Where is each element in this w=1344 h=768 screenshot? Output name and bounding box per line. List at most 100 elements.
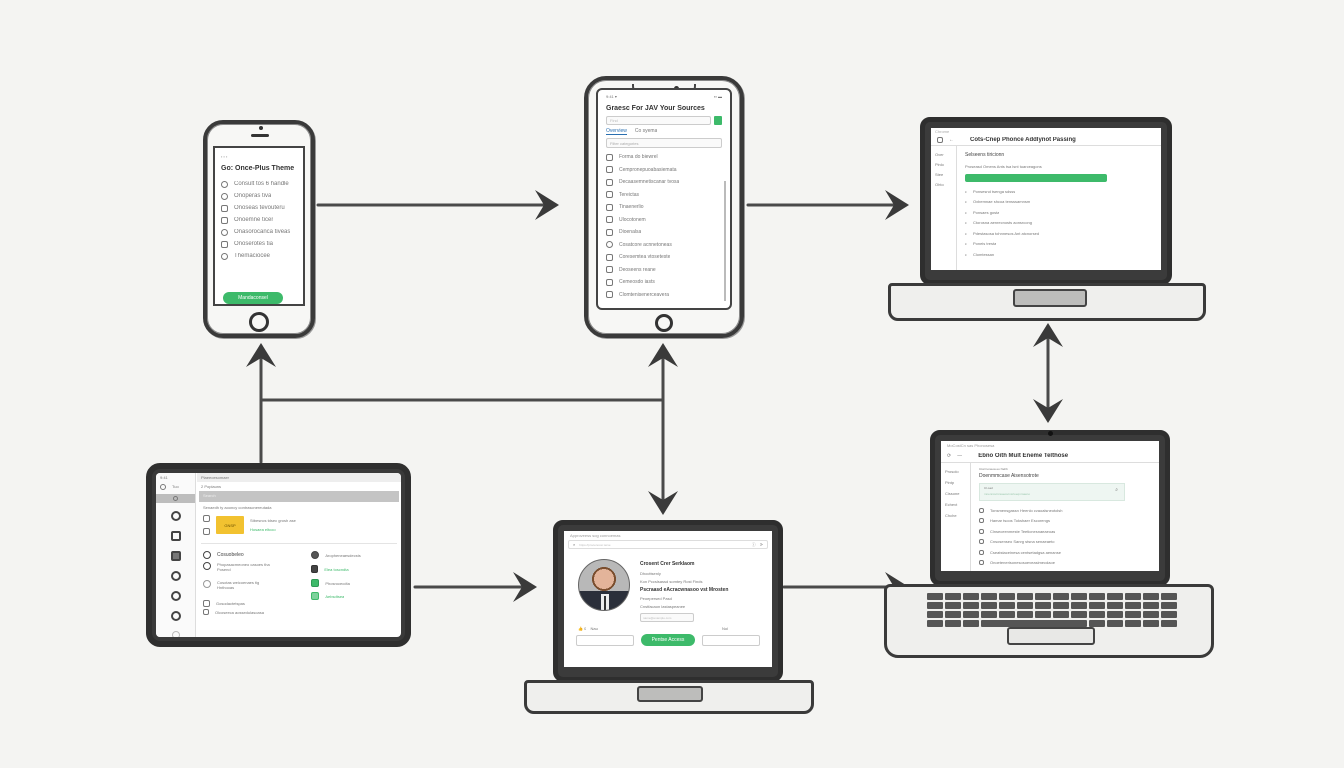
checkbox-icon[interactable]	[979, 549, 984, 555]
info-icon[interactable]: ⓘ	[751, 541, 756, 547]
add-button[interactable]	[714, 116, 722, 125]
list-item[interactable]: Themaciocee	[221, 250, 297, 262]
list-item[interactable]: Gosodactetspas	[203, 598, 303, 608]
list-item[interactable]: Aebsdtsea	[311, 590, 395, 602]
list-item[interactable]: Clnseceenmeste Teeticnesnaeaeoas	[979, 526, 1151, 537]
list-item[interactable]: Cosuobeleo	[203, 548, 303, 562]
search-icon[interactable]: ⌕	[1115, 487, 1118, 493]
list-item[interactable]: ▹Oxbemnae shcoa tensssamnsm	[965, 199, 1031, 205]
sidebar-item[interactable]: Echevt	[945, 502, 958, 507]
sidebar-item[interactable]: Chche	[945, 513, 957, 518]
refresh-icon[interactable]: ⟳	[947, 453, 952, 459]
list-item[interactable]: Onoetenerisonesosoeveasimecdaoe	[979, 558, 1151, 569]
list-item[interactable]: Ulocotonem	[606, 214, 722, 227]
url-input[interactable]: https://procenocer.terse	[579, 542, 611, 547]
list-item[interactable]: ▹Ctorosna aenrecnosts aonsrcong	[965, 220, 1032, 226]
settings-icon	[221, 228, 228, 236]
sidebar-item[interactable]: Cissone	[945, 491, 960, 496]
list-item[interactable]: Hamar tsoos Tokshaer Escorengs	[979, 516, 1151, 527]
promo-badge[interactable]: GNSP	[216, 516, 244, 534]
trackpad[interactable]	[637, 686, 703, 702]
cup-icon[interactable]	[170, 551, 181, 561]
sidebar-item[interactable]: Pintp	[945, 480, 955, 485]
trackpad[interactable]	[1013, 289, 1087, 307]
list-item[interactable]: ▹Ponsesnd tsenga sdsss	[965, 188, 1016, 194]
profile-input[interactable]: name@example.com	[640, 613, 694, 622]
record-icon[interactable]	[170, 611, 181, 621]
list-item[interactable]: Cnsosenseo Sanrg stsna senaeaeto	[979, 537, 1151, 548]
download-icon[interactable]	[171, 631, 180, 637]
primary-button[interactable]: Pentse Access	[641, 634, 695, 646]
promo-link[interactable]: Hosaea eltcoo	[250, 527, 276, 532]
browser-tab[interactable]: Approveess sog connoemas	[570, 533, 621, 538]
list-item[interactable]: Olcoseeca aossedulasoasa	[203, 608, 303, 616]
list-item[interactable]: Elea toscndta	[311, 562, 395, 576]
list-item[interactable]: ▹Clomtessan	[965, 251, 995, 257]
trackpad[interactable]	[1007, 627, 1095, 645]
checkbox-icon[interactable]	[979, 518, 984, 524]
list-item[interactable]: Onoperas tiva	[221, 190, 297, 202]
clock-icon[interactable]	[170, 571, 181, 581]
list-item[interactable]: ▹Pdestasosa tohnnesos Ant atcnorsed	[965, 230, 1040, 236]
tab-overview[interactable]: Overview	[606, 128, 627, 135]
menu-icon[interactable]: —	[957, 453, 963, 459]
like-count[interactable]: 👍 0	[578, 626, 587, 631]
warning-icon[interactable]	[170, 531, 181, 541]
checkbox-icon[interactable]	[979, 507, 984, 513]
left-button[interactable]	[576, 634, 634, 646]
list-item[interactable]: Tinaenerlio	[606, 201, 722, 214]
list-item[interactable]: Onoemne ticer	[221, 214, 297, 226]
keyboard[interactable]	[927, 593, 1177, 627]
back-icon[interactable]: ←	[949, 137, 954, 143]
list-item[interactable]: Coresemtea vtoseteste	[606, 251, 722, 264]
list-item[interactable]: Cemeosdo iasts	[606, 276, 722, 289]
list-item[interactable]: Onoseas tevouteru	[221, 202, 297, 214]
list-item[interactable]: Tereictas	[606, 189, 722, 202]
checkbox-icon[interactable]	[979, 528, 984, 534]
sidebar-item[interactable]: Over	[935, 152, 944, 157]
search-bar[interactable]: Search	[199, 491, 399, 502]
list-item[interactable]: Onoserotes tia	[221, 238, 297, 250]
home-button[interactable]	[249, 312, 269, 332]
browser-tab[interactable]: Chrome	[935, 129, 950, 134]
list-item[interactable]: ▹Poneis tresta	[965, 241, 997, 247]
home-button[interactable]	[655, 314, 673, 332]
sidebar-item[interactable]: Prosolo	[945, 469, 959, 474]
list-item[interactable]: Deoseens reane	[606, 264, 722, 277]
refresh-icon[interactable]	[170, 591, 181, 601]
list-item[interactable]: Consult tos 6 handle	[221, 178, 297, 190]
list-item[interactable]: Dioenalsa	[606, 226, 722, 239]
list-item[interactable]: Tonsmensgassn Heenlo cvaoalsneotolsh	[979, 505, 1151, 516]
tab-secondary[interactable]: Co syema	[634, 128, 658, 134]
list-item[interactable]: Onasorocanca tiveas	[221, 226, 297, 238]
sidebar-item[interactable]: Ohto	[935, 182, 944, 187]
checkbox-icon[interactable]	[979, 560, 984, 566]
list-item[interactable]: Clomtenisenerceavera	[606, 289, 722, 302]
sidebar-item[interactable]: Pinlo	[935, 162, 944, 167]
scrollbar[interactable]	[724, 181, 726, 301]
bag-icon	[221, 216, 228, 224]
reload-icon[interactable]: ⟳	[759, 542, 763, 547]
list-item[interactable]: Cosatcore acnnetoneas	[606, 239, 722, 252]
sidebar-item[interactable]: Stee	[935, 172, 944, 177]
list-item[interactable]: Decaasemnetiscanar tvosa	[606, 176, 722, 189]
list-item[interactable]: Phosrocecdta	[311, 576, 395, 590]
list-item[interactable]: Forma do biewrel	[606, 151, 722, 164]
search-input[interactable]: mnenroscrcsaeoscnsrtoeqnmaeno	[984, 492, 1031, 496]
search-input[interactable]: Find	[606, 116, 711, 125]
checkbox-icon[interactable]	[979, 539, 984, 545]
sidebar-item-active[interactable]	[156, 494, 195, 503]
list-item[interactable]: ▹Ponsaes gosta	[965, 209, 1000, 215]
settings-icon[interactable]	[160, 484, 166, 490]
filter-input[interactable]: Filter categories	[606, 138, 722, 148]
primary-button[interactable]: Mandaconsel	[223, 292, 283, 304]
browser-tab[interactable]: MoCostCn sas Phonosesa	[947, 443, 995, 448]
list-item[interactable]: Cempronepuoabasiemata	[606, 164, 722, 177]
list-item[interactable]: Cseatstaceinesa centsetadgsa aenanse	[979, 547, 1151, 558]
list-item[interactable]: Aropheneaesdecsts	[311, 548, 395, 562]
right-button[interactable]	[702, 634, 760, 646]
chat-icon[interactable]	[170, 511, 181, 521]
home-icon[interactable]	[937, 137, 943, 143]
